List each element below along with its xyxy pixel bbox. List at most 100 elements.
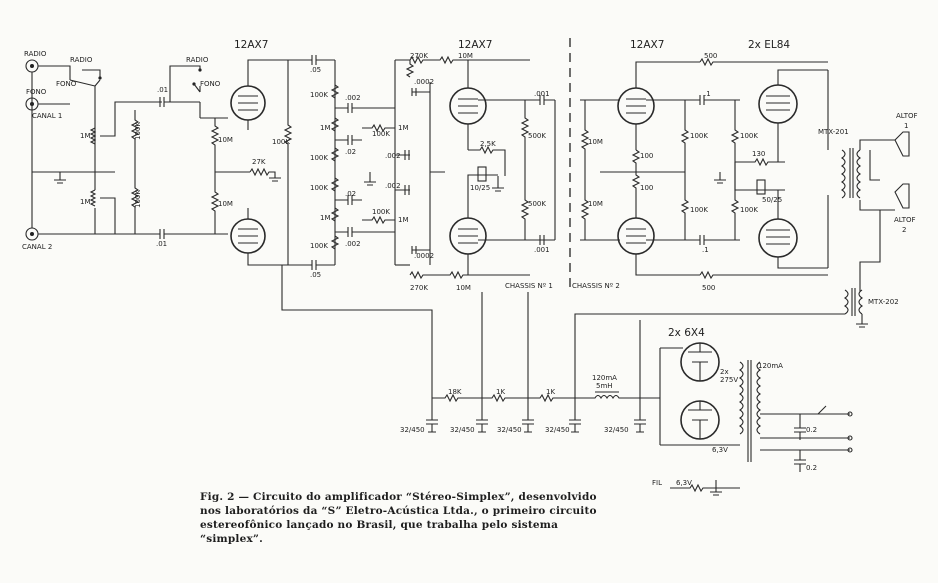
res-label-270k-top: 270K [410, 52, 428, 60]
switch2-label-fono: FONO [200, 80, 221, 88]
ps-label-63v-b: 6,3V [676, 479, 692, 487]
fcap-label-5: 32/450 [604, 426, 629, 434]
res-label-270k-bot: 270K [410, 284, 428, 292]
res-label-27k: 27K [252, 158, 266, 166]
tone-cap-002-1: .002 [345, 94, 361, 102]
res-label-500k-b: 500K [528, 200, 546, 208]
tone-cap-002-3: .002 [385, 152, 401, 160]
speaker-num-2: 2 [902, 226, 906, 234]
tube-label-mid: 12AX7 [458, 39, 492, 51]
tone-cap-02-1: .02 [345, 148, 356, 156]
res-label-10m-a: 10M [218, 136, 233, 144]
tone-pot-1m-3: 1M [398, 124, 409, 132]
switch-label-fono: FONO [56, 80, 77, 88]
driver-stage: 10M 10M 100 100 500 500 .1 .1 100K 100K [580, 52, 828, 292]
cap-label-1-top: .1 [704, 90, 711, 98]
tone-cap-02-2: .02 [345, 190, 356, 198]
speaker-label-2: ALTOF [894, 216, 916, 224]
switch-label-radio: RADIO [70, 56, 93, 64]
tube-v1-top [230, 59, 300, 130]
tube-v1-bot [230, 208, 300, 266]
cap-label-05-bot: .05 [310, 271, 321, 279]
cap-label-01-bot: .01 [156, 240, 167, 248]
cap-label-0002-top: .0002 [414, 78, 434, 86]
jack-label-canal1: CANAL 1 [32, 112, 62, 120]
tube-label-input: 12AX7 [234, 39, 268, 51]
tone-res-100k-3: 100K [310, 184, 328, 192]
res-label-100k-b: 100K [134, 190, 142, 208]
tone-res-100k-4: 100K [310, 242, 328, 250]
tone-cap-002-4: .002 [385, 182, 401, 190]
res-label-18k: 18K [448, 388, 462, 396]
figure-caption-number: Fig. 2 [200, 491, 235, 503]
power-supply: 18K 1K 1K 120mA 5mH 32/450 32/450 32/450… [281, 265, 853, 496]
xfmr-label-mtx202: MTX-202 [868, 298, 899, 306]
cap-label-01-top: .01 [157, 86, 168, 94]
chassis-label-2: CHASSIS Nº 2 [572, 282, 620, 290]
chassis-label-1: CHASSIS Nº 1 [505, 282, 553, 290]
res-label-10m-d: 10M [588, 200, 603, 208]
cap-label-1-bot: .1 [702, 246, 709, 254]
res-label-500k-a: 500K [528, 132, 546, 140]
ps-label-c02-a: 0.2 [806, 426, 817, 434]
tube-label-output: 2x EL84 [748, 39, 790, 51]
cap-label-0002-bot: .0002 [414, 252, 434, 260]
res-label-10m-b: 10M [218, 200, 233, 208]
res-label-100k-g: 100K [740, 206, 758, 214]
tone-res-100k-1: 100K [310, 91, 328, 99]
tone-network: 100K 100K 100K 100K 1M 1M .002 .02 .02 .… [310, 59, 415, 266]
ps-label-275v-a: 2x [720, 368, 729, 376]
switch2-label-radio: RADIO [186, 56, 209, 64]
xfmr-label-mtx201: MTX-201 [818, 128, 849, 136]
tone-cap-002-2: .002 [345, 240, 361, 248]
figure-caption-text: — Circuito do amplificador “Stéreo-Simpl… [200, 491, 597, 545]
res-label-10m-c: 10M [588, 138, 603, 146]
filter-caps: 32/450 32/450 32/450 32/450 32/450 [400, 419, 646, 434]
cap-label-001-top: .001 [534, 90, 550, 98]
res-label-1k-a: 1K [496, 388, 505, 396]
ps-label-63v-a: 6,3V [712, 446, 728, 454]
res-label-100k-f: 100K [740, 132, 758, 140]
jack-label-radio: RADIO [24, 50, 47, 58]
mid-stage: 270K 10M 270K 10M .0002 .0002 2,5K 10/25… [409, 52, 556, 292]
choke-label-ma: 120mA [592, 374, 617, 382]
cap-label-10-25: 10/25 [470, 184, 490, 192]
res-label-100-b: 100 [640, 184, 653, 192]
res-label-500-top: 500 [704, 52, 717, 60]
pot-label-b: 1M [80, 198, 91, 206]
jack-label-fono: FONO [26, 88, 47, 96]
res-label-1k-b: 1K [546, 388, 555, 396]
cap-label-05-top: .05 [310, 66, 321, 74]
tube-label-driver: 12AX7 [630, 39, 664, 51]
tone-pot-1m-4: 1M [398, 216, 409, 224]
cap-label-001-bot: .001 [534, 246, 550, 254]
ps-label-120ma: 120mA [758, 362, 783, 370]
speaker-label-1: ALTOF [896, 112, 918, 120]
tone-res-100k-r2: 100K [372, 208, 390, 216]
res-label-130: 130 [752, 150, 765, 158]
output-stage: 100K 100K 130 50/25 MTX-201 ALTOF 1 ALTO… [574, 69, 918, 420]
ps-label-fil: FIL [652, 479, 662, 487]
tone-pot-1m-2: 1M [320, 214, 331, 222]
tube-label-rectifier: 2x 6X4 [668, 327, 705, 339]
fcap-label-1: 32/450 [400, 426, 425, 434]
input-wiring: RADIO FONO 1M 1M [31, 56, 162, 235]
res-label-10m-top: 10M [458, 52, 473, 60]
coupling-caps: .05 .05 100K [272, 55, 335, 279]
choke-label-h: 5mH [596, 382, 613, 390]
tone-pot-1m-1: 1M [320, 124, 331, 132]
res-label-100k-c: 100K [272, 138, 290, 146]
jack-label-canal2: CANAL 2 [22, 243, 52, 251]
res-label-100k-d: 100K [690, 132, 708, 140]
res-label-25k: 2,5K [480, 140, 496, 148]
cap-label-50-25: 50/25 [762, 196, 782, 204]
tone-res-100k-r1: 100K [372, 130, 390, 138]
res-label-100k-e: 100K [690, 206, 708, 214]
figure-caption: Fig. 2 — Circuito do amplificador “Stére… [200, 490, 620, 546]
speaker-num-1: 1 [904, 122, 908, 130]
ps-label-275v-b: 275V [720, 376, 738, 384]
tone-res-100k-2: 100K [310, 154, 328, 162]
pot-label-a: 1M [80, 132, 91, 140]
res-label-10m-bot: 10M [456, 284, 471, 292]
input-stage: .01 .01 100K 100K RADIO FONO 10M 10M 27K [115, 56, 281, 248]
